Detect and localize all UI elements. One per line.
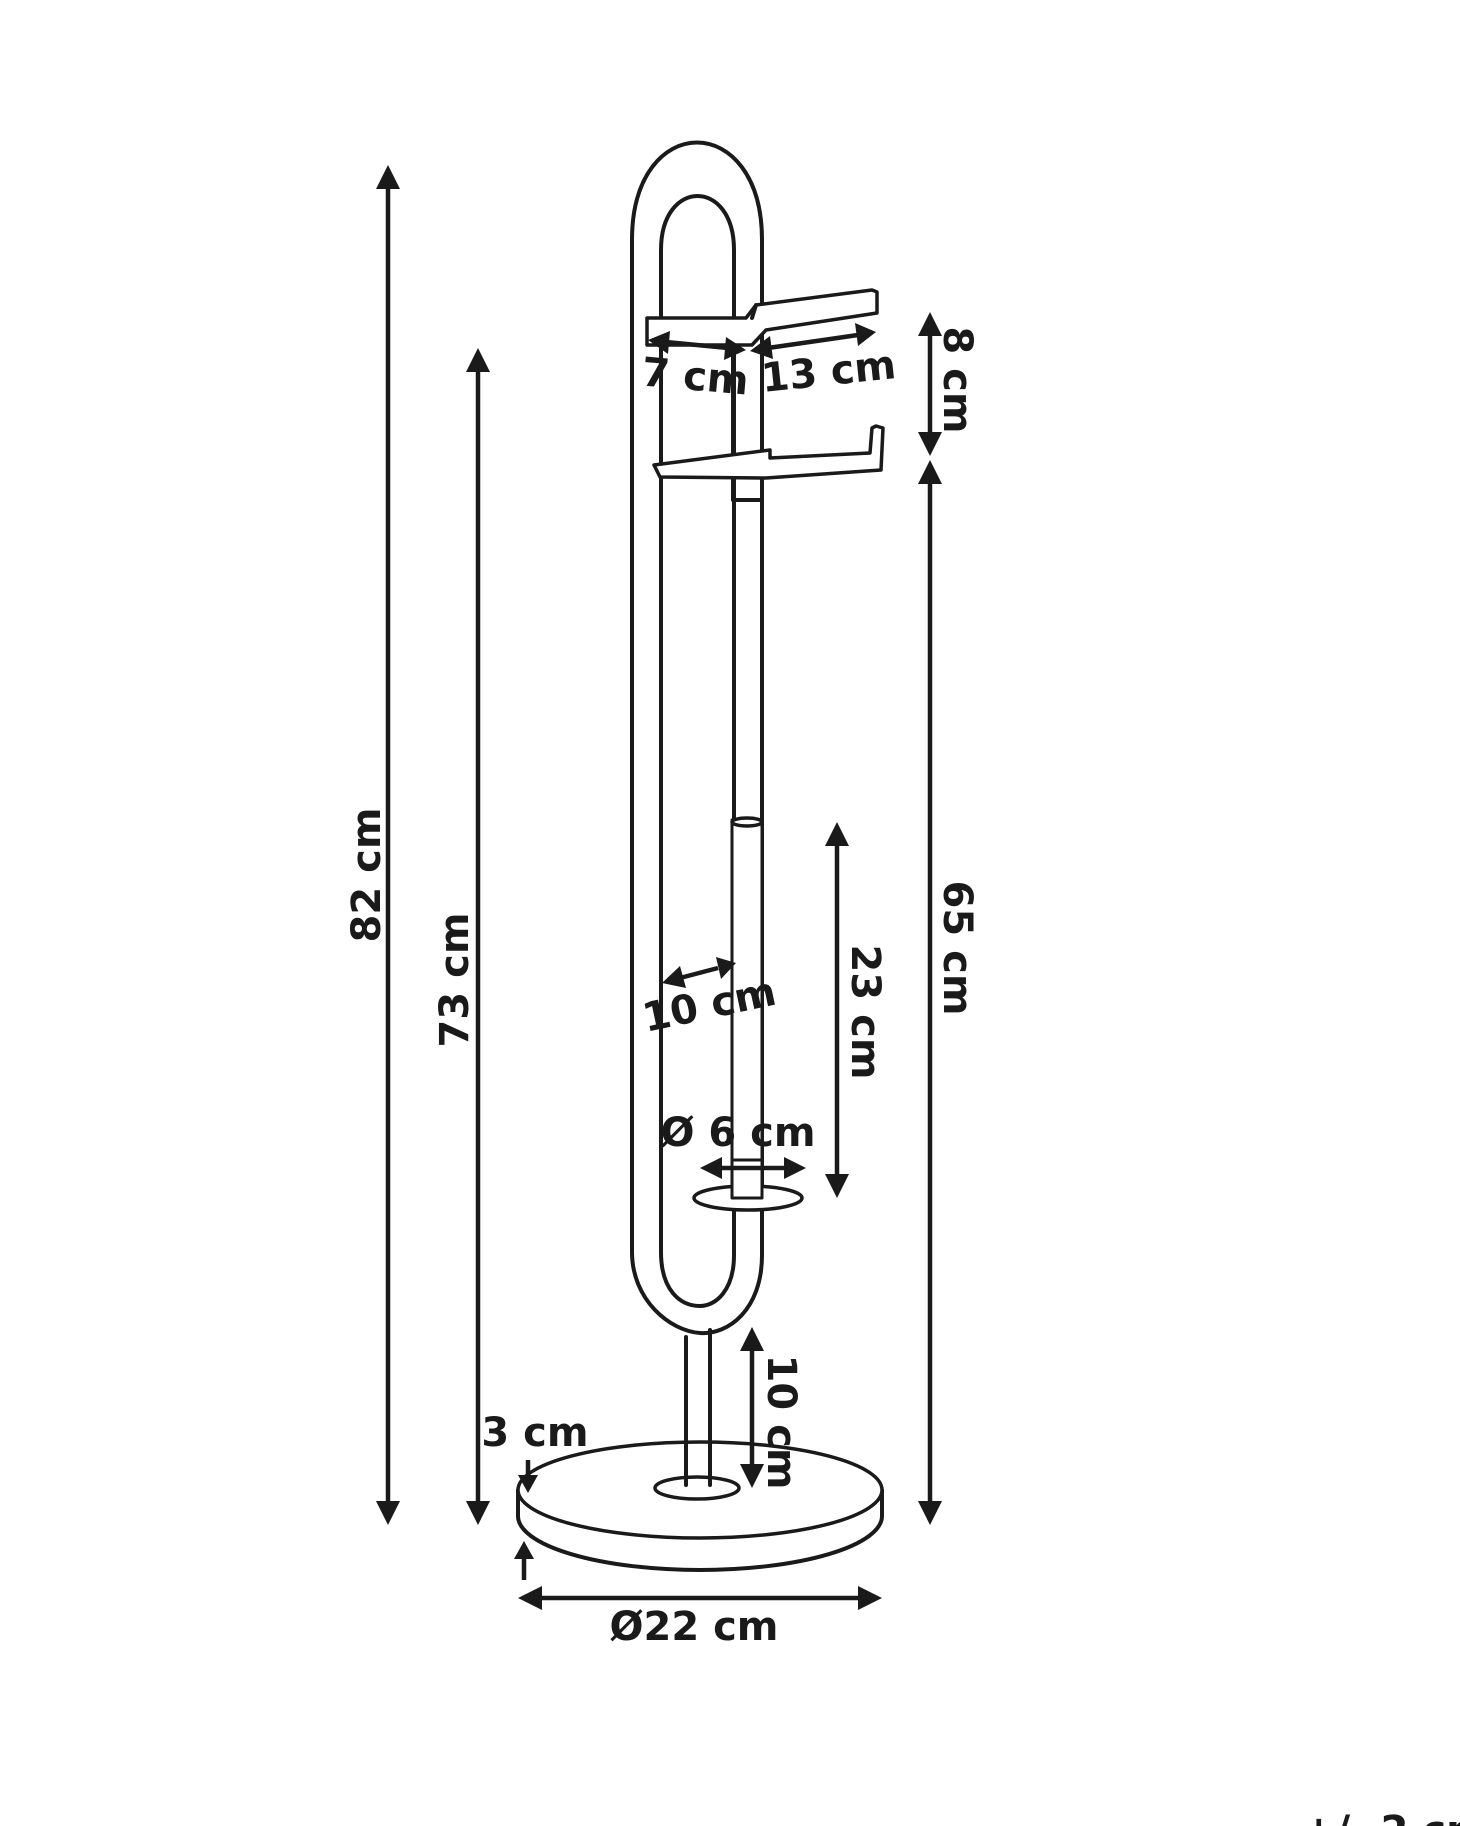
dimension-arrow-73 [466,348,490,1525]
label-shelf-depth-front: 13 cm [759,342,898,402]
dimension-arrow-stem-10 [740,1327,764,1488]
label-shelf-depth-back: 7 cm [640,349,751,404]
dimension-arrow-13 [750,323,876,359]
label-holder-height: 65 cm [934,881,980,1016]
label-total-height: 82 cm [344,808,390,943]
roll-arm [652,424,885,480]
product-drawing [516,140,885,1572]
dimension-arrow-diameter-6 [700,1157,806,1179]
dimension-arrow-65 [918,460,942,1525]
dimension-arrow-22 [518,1586,882,1610]
dimension-arrow-10-offset [662,957,736,988]
label-shelf-gap: 8 cm [934,326,980,433]
dimension-arrow-82 [376,165,400,1525]
label-spare-rod-diameter: Ø 6 cm [660,1110,815,1156]
label-stem-height: 10 cm [758,1355,804,1490]
stem [684,1328,712,1487]
frame [630,140,764,1336]
dimension-arrow-7 [648,331,746,360]
label-spare-rod-height: 23 cm [842,945,888,1080]
dimension-arrow-3 [514,1460,538,1580]
dimension-lines [376,165,942,1610]
base [516,1440,884,1572]
dimension-arrow-8 [918,312,942,456]
label-frame-height: 73 cm [432,913,478,1048]
upper-post [731,338,764,502]
label-base-diameter: Ø22 cm [610,1604,779,1650]
dimension-arrow-23 [825,822,849,1198]
tolerance-note: +/- 2 cm [1302,1808,1460,1826]
label-base-thickness: 3 cm [481,1410,588,1456]
dimension-labels: 82 cm 73 cm 8 cm 65 cm 23 cm 10 cm 7 cm … [344,326,980,1650]
